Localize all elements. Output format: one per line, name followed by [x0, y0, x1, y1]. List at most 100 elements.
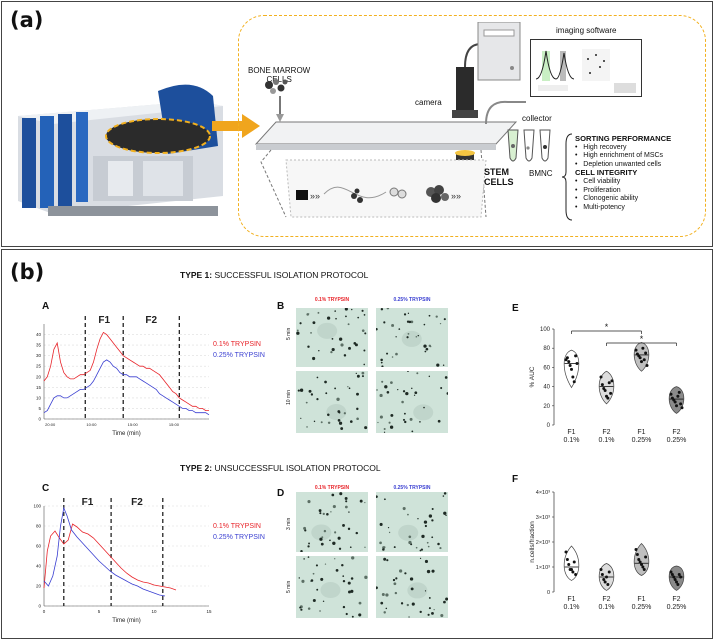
cell-dot [411, 430, 414, 433]
cell-dot [409, 417, 413, 421]
data-point [676, 394, 680, 398]
data-point [673, 400, 677, 404]
cell-dot [296, 331, 300, 335]
cell-dot [392, 578, 396, 582]
cell-dot [444, 376, 448, 379]
cell-dot [340, 427, 344, 430]
data-point [670, 573, 674, 576]
cell-dot [331, 337, 334, 340]
data-point [609, 391, 613, 395]
cell-dot [413, 394, 416, 396]
data-point [607, 381, 611, 385]
bone-marrow-label: BONE MARROW CELLS [248, 66, 311, 84]
cell-dot [348, 590, 351, 594]
cell-dot [364, 546, 366, 549]
cell-dot [313, 420, 316, 423]
cell-dot [356, 407, 359, 411]
cell-dot [428, 607, 431, 610]
data-point [669, 392, 673, 396]
cell-dot [402, 506, 406, 511]
cell-dot [379, 541, 382, 545]
bmnc-label: BMNC [529, 169, 553, 178]
cell-dot [397, 388, 399, 391]
subpanel-c-label: C [42, 483, 50, 494]
cell-dot [318, 350, 320, 352]
cell-dot [315, 564, 319, 567]
cell-dot [337, 419, 341, 422]
data-point [606, 396, 610, 400]
cell-dot [324, 563, 327, 565]
cell-dot [408, 535, 412, 539]
data-point [571, 375, 575, 379]
x-tick-label: 0.1% [599, 437, 615, 444]
x-tick-label: 15:00 [169, 422, 180, 427]
x-tick-label: 0.1% [564, 437, 580, 444]
cell-dot [334, 531, 337, 534]
cell-dot [406, 320, 410, 323]
cell-dot [312, 321, 316, 325]
y-tick-label: 3×10³ [536, 515, 550, 521]
sorting-item: • High enrichment of MSCs [575, 152, 664, 160]
micrograph-b-col-2: 0.25% TRYPSIN [393, 297, 431, 303]
cell-dot [307, 556, 310, 558]
y-tick-label: 0 [547, 590, 550, 596]
subpanel-d-label: D [277, 488, 285, 499]
cell-dot [416, 372, 419, 375]
cell-dot [326, 316, 331, 320]
y-tick-label: 20 [36, 374, 42, 379]
cell-dot [303, 558, 305, 560]
y-tick-label: 60 [36, 544, 42, 549]
cell-dot [442, 364, 445, 366]
cell-dot [385, 607, 388, 610]
data-point [645, 363, 649, 367]
violin-shape [668, 565, 685, 591]
micrograph [376, 371, 448, 433]
micrograph-shadow [311, 524, 332, 541]
cell-dot [331, 347, 335, 352]
cell-dot [388, 531, 391, 534]
x-tick-label: 5 [98, 609, 101, 614]
cell-dot [442, 495, 445, 497]
sorting-performance-title: SORTING PERFORMANCE [575, 134, 672, 143]
data-point [572, 380, 576, 384]
cell-dot [298, 577, 301, 579]
cell-dot [358, 601, 362, 605]
cell-dot [345, 500, 348, 503]
micrograph-shadow [320, 582, 341, 599]
violin-shape [598, 370, 615, 405]
y-tick-label: 100 [540, 327, 551, 333]
cell-dot [433, 608, 435, 611]
cell-dot [364, 575, 368, 579]
data-point [574, 573, 578, 576]
cell-dot [419, 421, 421, 423]
cell-dot [439, 547, 442, 550]
cell-dot [427, 613, 430, 616]
cell-dot [339, 492, 343, 496]
x-tick-label: F2 [602, 429, 610, 436]
cell-dot [435, 315, 438, 318]
cell-dot [327, 421, 331, 425]
violin-shape [668, 386, 685, 414]
cell-dot [299, 322, 302, 325]
cell-dot [437, 419, 441, 423]
cell-dot [353, 342, 357, 345]
cell-dot [424, 590, 427, 592]
cell-dot [394, 591, 398, 595]
data-point [603, 388, 607, 392]
data-point [570, 367, 573, 371]
data-point [644, 351, 648, 355]
cell-dot [322, 512, 325, 515]
y-tick-label: 80 [36, 524, 42, 529]
x-tick-label: 10 [151, 609, 157, 614]
cell-dot [307, 500, 311, 504]
cell-dot [338, 411, 341, 414]
cell-dot [407, 371, 409, 372]
data-point [640, 563, 643, 566]
y-tick-label: 5 [38, 406, 41, 411]
cell-dot [320, 542, 324, 546]
camera-label: camera [415, 98, 442, 107]
cell-dot [380, 361, 383, 364]
cell-dot [414, 391, 418, 395]
cell-dot [316, 588, 319, 591]
cell-dot [393, 582, 397, 586]
